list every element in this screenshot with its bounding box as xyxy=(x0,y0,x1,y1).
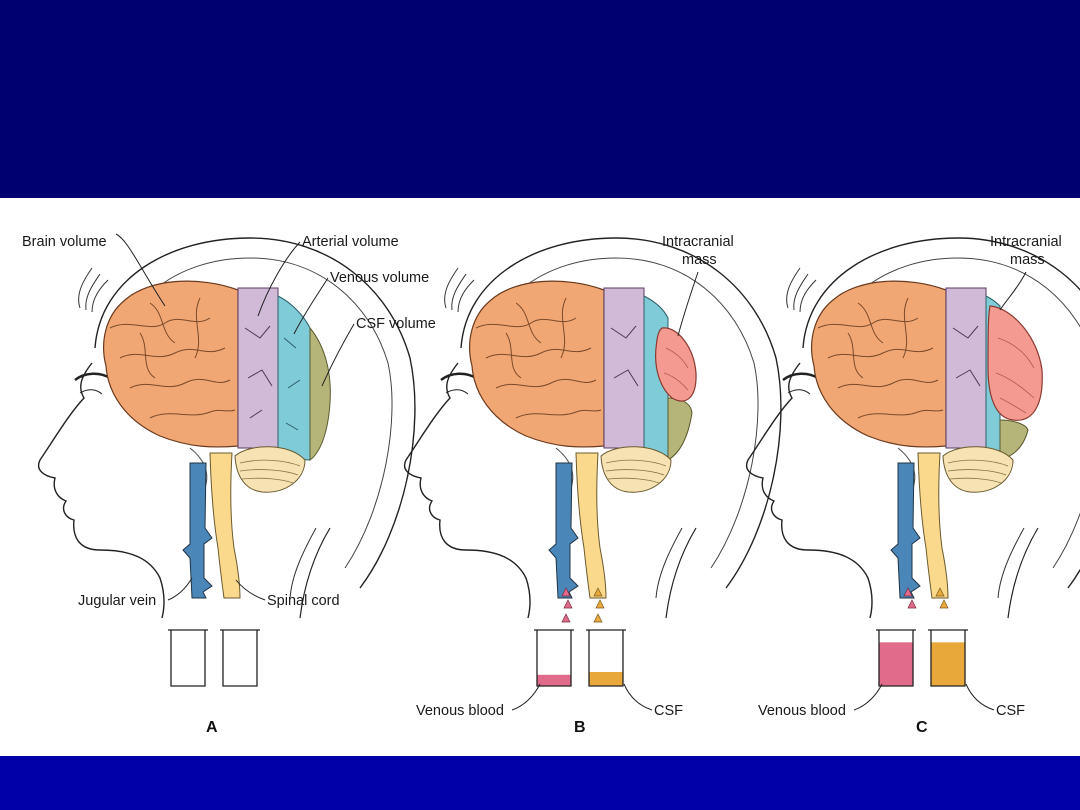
slide-footer-band xyxy=(0,756,1080,810)
panel-letter-c: C xyxy=(916,719,928,736)
slide-title-band xyxy=(0,0,1080,198)
jugular-vein-label: Jugular vein xyxy=(78,593,156,609)
csf-label-c: CSF xyxy=(996,703,1025,719)
venous-beaker-b xyxy=(533,629,575,687)
intracranial-mass xyxy=(655,327,697,402)
venous-beaker-c xyxy=(875,629,917,687)
panel-a: Brain volume Arterial volume Venous volu… xyxy=(22,233,436,736)
arterial-volume-label: Arterial volume xyxy=(302,234,399,250)
venous-region xyxy=(277,295,311,461)
venous-beaker-a xyxy=(167,629,209,687)
brain-volume-label: Brain volume xyxy=(22,234,107,250)
csf-beaker-b xyxy=(585,629,627,687)
spinal-cord-label: Spinal cord xyxy=(267,593,340,609)
csf-volume-label: CSF volume xyxy=(356,316,436,332)
arterial-region xyxy=(237,287,279,449)
brain-region xyxy=(103,280,239,448)
csf-beaker-c xyxy=(927,629,969,687)
intracranial-mass-large xyxy=(987,305,1043,421)
csf-region xyxy=(309,326,331,461)
panel-letter-b: B xyxy=(574,719,586,736)
venous-blood-label-b: Venous blood xyxy=(416,703,504,719)
csf-beaker-a xyxy=(219,629,261,687)
icp-monro-kellie-figure: Brain volume Arterial volume Venous volu… xyxy=(0,198,1080,756)
csf-label-b: CSF xyxy=(654,703,683,719)
panel-letter-a: A xyxy=(206,719,218,736)
venous-blood-label-c: Venous blood xyxy=(758,703,846,719)
venous-volume-label: Venous volume xyxy=(330,270,429,286)
